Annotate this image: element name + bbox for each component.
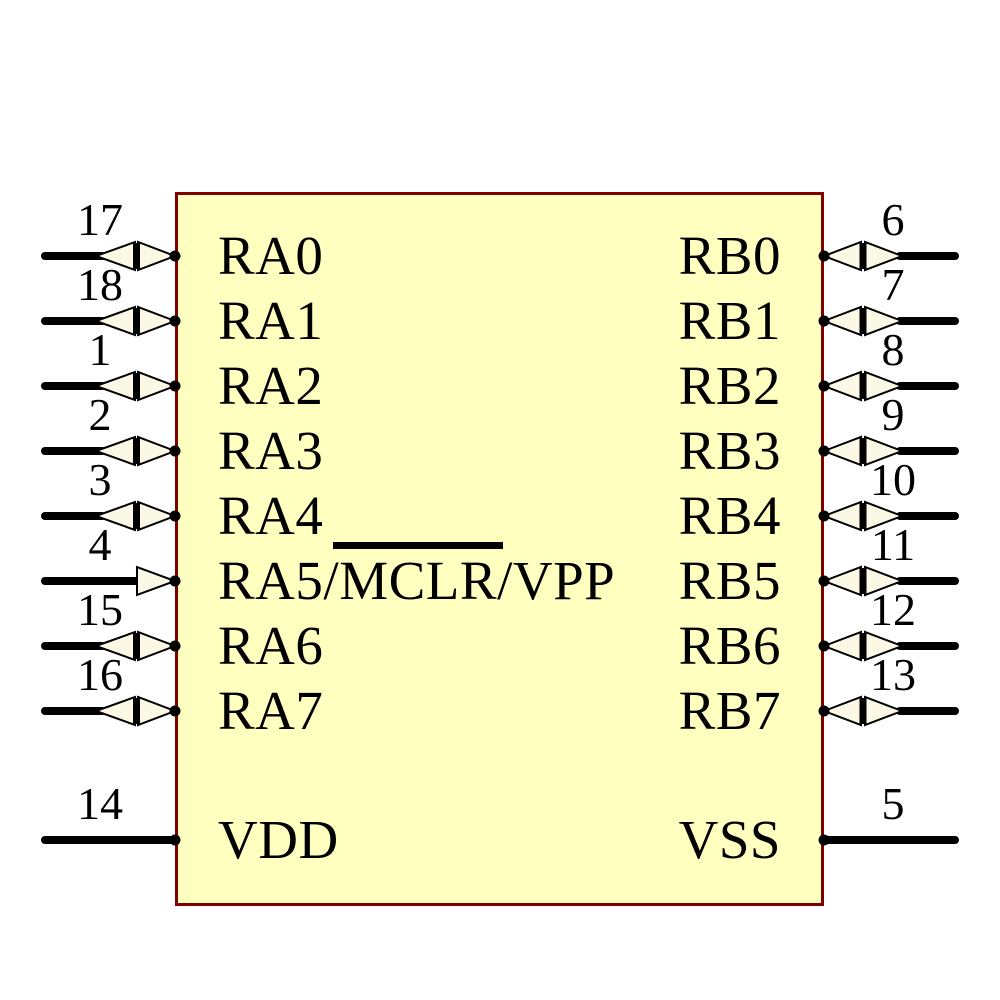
pin-label: VSS — [678, 809, 781, 870]
pin-number: 12 — [870, 584, 916, 635]
pin-label: RA1 — [218, 290, 324, 351]
pin-number: 11 — [870, 519, 916, 570]
pin-label: RB6 — [678, 615, 781, 676]
pin-number: 7 — [881, 259, 905, 310]
bidirectional-arrow-icon — [818, 370, 959, 402]
arrow-bar — [859, 698, 867, 724]
pin-label: RB3 — [678, 420, 781, 481]
pin-label: RB1 — [678, 290, 781, 351]
pin-label: RA4 — [218, 485, 324, 546]
arrow-bar — [133, 373, 140, 399]
pin-label-overlined: MCLR — [339, 550, 498, 611]
pin-connection-dot — [818, 705, 830, 717]
pin-connection-dot — [818, 640, 830, 652]
bidirectional-arrow-icon — [41, 240, 181, 272]
plain-wire-icon — [818, 834, 959, 846]
pin-connection-dot — [169, 640, 181, 652]
pin-label: RB0 — [678, 225, 781, 286]
pin-connection-dot — [169, 510, 181, 522]
arrow-bar — [133, 698, 140, 724]
pin-connection-dot — [818, 380, 830, 392]
pin-number: 3 — [88, 454, 112, 505]
bidirectional-arrow-icon — [41, 630, 181, 662]
pin-number: 15 — [77, 584, 123, 635]
arrow-bar — [859, 503, 867, 529]
arrow-bar — [859, 243, 867, 269]
bidirectional-arrow-icon — [818, 435, 959, 467]
pin-label: RB7 — [678, 680, 781, 741]
pin-label-suffix: /VPP — [497, 550, 616, 611]
arrow-bar — [133, 438, 140, 464]
pin-number: 10 — [870, 454, 916, 505]
pin-connection-dot — [169, 705, 181, 717]
pin-number: 5 — [881, 778, 905, 829]
pin-number: 17 — [77, 194, 123, 245]
pin-number: 8 — [881, 324, 905, 375]
pin-connection-dot — [169, 315, 181, 327]
bidirectional-arrow-icon — [41, 435, 181, 467]
pin-connection-dot — [818, 250, 830, 262]
pin-connection-dot — [818, 445, 830, 457]
pin-number: 13 — [870, 649, 916, 700]
pin-connection-dot — [169, 834, 181, 846]
arrow-bar — [133, 503, 140, 529]
arrow-triangle-left — [93, 695, 136, 727]
bidirectional-arrow-icon — [818, 500, 959, 532]
pin-label: RA3 — [218, 420, 324, 481]
pin-label: RA7 — [218, 680, 324, 741]
pin-label: RA6 — [218, 615, 324, 676]
pin-label: RA0 — [218, 225, 324, 286]
arrow-bar — [859, 373, 867, 399]
pin-number: 1 — [88, 324, 112, 375]
arrow-bar — [859, 438, 867, 464]
component-body[interactable] — [175, 192, 824, 906]
bidirectional-arrow-icon — [818, 240, 959, 272]
arrow-bar — [859, 568, 867, 594]
pin-connection-dot — [169, 380, 181, 392]
bidirectional-arrow-icon — [41, 370, 181, 402]
pin-label: RA2 — [218, 355, 324, 416]
pin-connection-dot — [818, 834, 830, 846]
pin-connection-dot — [818, 575, 830, 587]
pin-label: RA5/MCLR/VPP — [218, 548, 618, 614]
bidirectional-arrow-icon — [818, 630, 959, 662]
arrow-triangle-right — [864, 695, 905, 727]
arrow-bar — [133, 308, 140, 334]
pin-label-prefix: RA5/ — [218, 550, 340, 611]
pin-connection-dot — [169, 250, 181, 262]
pin-connection-dot — [169, 445, 181, 457]
pin-number: 6 — [881, 194, 905, 245]
input-arrow-icon — [41, 565, 181, 597]
pin-number: 9 — [881, 389, 905, 440]
pin-label: VDD — [218, 809, 339, 870]
bidirectional-arrow-icon — [41, 500, 181, 532]
bidirectional-arrow-icon — [818, 695, 959, 727]
arrow-bar — [133, 633, 140, 659]
arrow-triangle-left — [821, 695, 862, 727]
pin-number: 4 — [88, 519, 112, 570]
bidirectional-arrow-icon — [41, 695, 181, 727]
pin-number: 18 — [77, 259, 123, 310]
bidirectional-arrow-icon — [41, 305, 181, 337]
arrow-bar — [859, 633, 867, 659]
plain-wire-icon — [41, 834, 181, 846]
pin-label: RB5 — [678, 550, 781, 611]
pin-number: 2 — [88, 389, 112, 440]
pin-connection-dot — [818, 315, 830, 327]
bidirectional-arrow-icon — [818, 565, 959, 597]
arrow-triangle-right — [137, 695, 178, 727]
pin-number: 16 — [77, 649, 123, 700]
arrow-bar — [133, 243, 140, 269]
pin-label: RB2 — [678, 355, 781, 416]
pin-label: RB4 — [678, 485, 781, 546]
pin-number: 14 — [77, 778, 123, 829]
arrow-triangle-right — [136, 565, 178, 597]
pin-connection-dot — [818, 510, 830, 522]
bidirectional-arrow-icon — [818, 305, 959, 337]
arrow-bar — [859, 308, 867, 334]
pin-connection-dot — [169, 575, 181, 587]
